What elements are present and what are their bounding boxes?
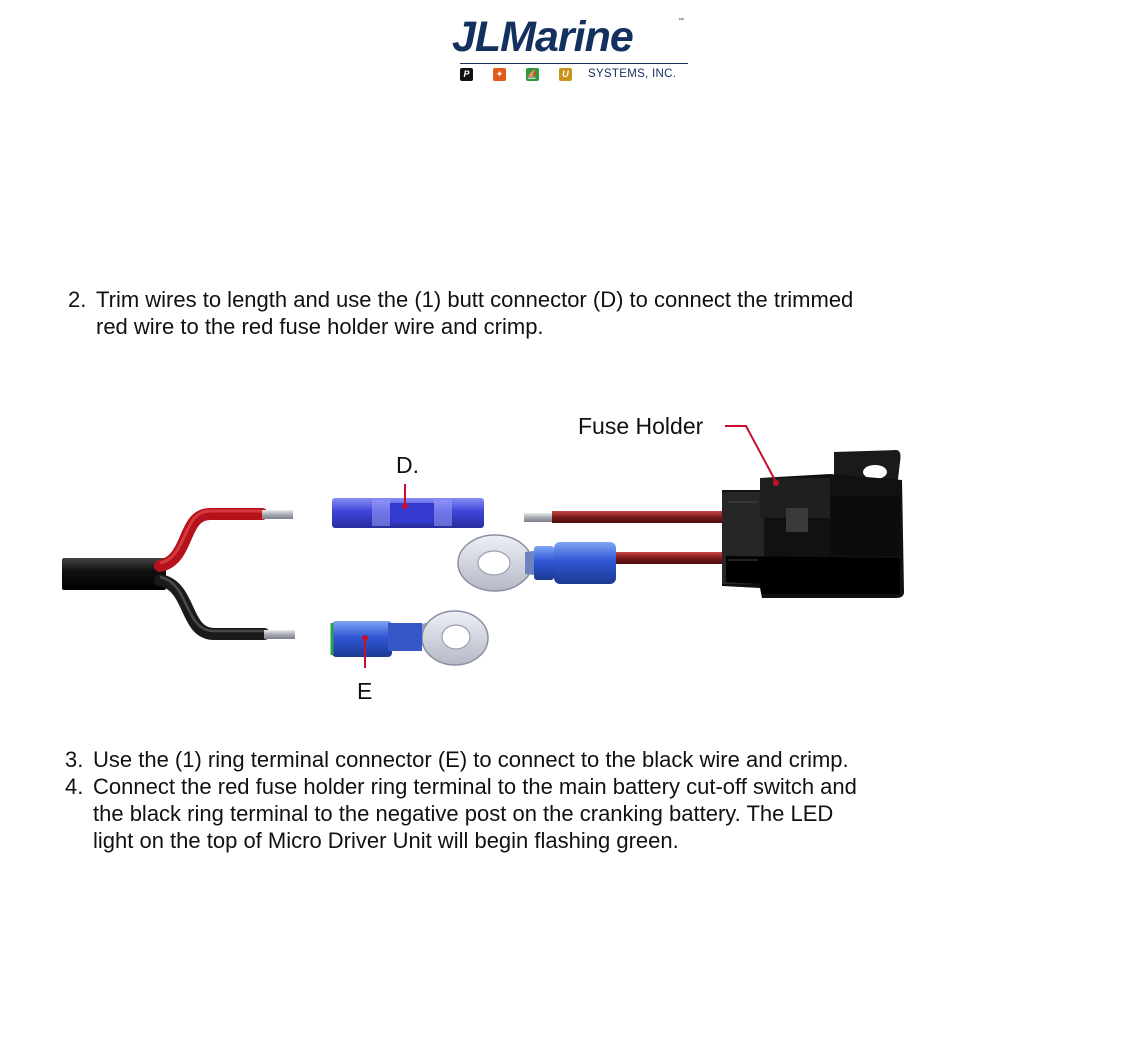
step-text-line-2: red wire to the red fuse holder wire and… bbox=[96, 314, 544, 339]
step-number: 4. bbox=[65, 774, 84, 799]
jlmarine-logo: JLMarine ™ P ✦ ⛵ U SYSTEMS, INC. bbox=[440, 8, 700, 86]
ring-terminal-e bbox=[330, 610, 489, 668]
instruction-step-2: 2. Trim wires to length and use the (1) … bbox=[68, 286, 1058, 340]
step-text-line-2: the black ring terminal to the negative … bbox=[93, 801, 834, 826]
logo-trademark: ™ bbox=[678, 18, 684, 24]
fuse-holder-ring-terminal bbox=[457, 534, 616, 592]
fuse-holder-wires bbox=[524, 511, 724, 564]
step-text-line-3: light on the top of Micro Driver Unit wi… bbox=[93, 828, 679, 853]
fuse-holder-leader bbox=[725, 425, 779, 486]
step-number: 2. bbox=[68, 287, 87, 312]
logo-wordmark: JLMarine bbox=[452, 13, 634, 61]
butt-connector-label: D. bbox=[396, 452, 419, 478]
logo-divider bbox=[460, 63, 688, 64]
wiring-diagram bbox=[62, 425, 904, 668]
p-icon: P bbox=[460, 67, 473, 81]
fire-icon: ✦ bbox=[493, 67, 506, 81]
butt-connector-d bbox=[332, 484, 484, 528]
instruction-step-4: 4. Connect the red fuse holder ring term… bbox=[65, 773, 1065, 854]
step-text-line-1: Use the (1) ring terminal connector (E) … bbox=[93, 747, 849, 772]
main-cable bbox=[62, 558, 166, 590]
logo-icon-row: P ✦ ⛵ U SYSTEMS, INC. bbox=[460, 66, 676, 82]
step-text-line-1: Connect the red fuse holder ring termina… bbox=[93, 774, 857, 799]
step-number: 3. bbox=[65, 747, 84, 772]
black-wire bbox=[154, 574, 295, 640]
fuse-holder-label: Fuse Holder bbox=[578, 413, 704, 439]
logo-subtitle: SYSTEMS, INC. bbox=[588, 68, 677, 80]
fuse-holder-body bbox=[722, 450, 904, 598]
ring-terminal-label: E bbox=[357, 678, 373, 704]
red-wire bbox=[154, 508, 293, 572]
u-icon: U bbox=[559, 67, 572, 81]
instruction-step-3: 3. Use the (1) ring terminal connector (… bbox=[65, 746, 1065, 773]
boat-icon: ⛵ bbox=[526, 67, 539, 81]
step-text-line-1: Trim wires to length and use the (1) but… bbox=[96, 287, 854, 312]
